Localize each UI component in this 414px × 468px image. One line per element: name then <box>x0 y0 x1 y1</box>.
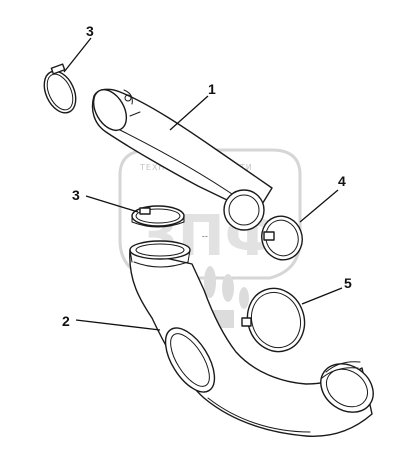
svg-text:⌁⌁: ⌁⌁ <box>202 234 208 240</box>
hose-clamp-ring-5 <box>241 287 306 353</box>
hose-clamp-ring-4 <box>261 215 303 261</box>
hose-clamp-middle <box>131 205 185 228</box>
callout-3-top: 3 <box>86 23 94 39</box>
leader-lines <box>63 37 343 331</box>
callout-1: 1 <box>208 81 216 97</box>
hose-clamp-top <box>43 63 77 114</box>
lower-elbow-hose <box>129 240 374 437</box>
callouts: 3 1 4 3 5 2 <box>62 23 352 329</box>
callout-2: 2 <box>62 313 70 329</box>
callout-3-middle: 3 <box>72 187 80 203</box>
callout-4: 4 <box>338 173 346 189</box>
callout-5: 5 <box>344 275 352 291</box>
upper-intake-pipe: ⌁⌁ <box>91 88 273 240</box>
